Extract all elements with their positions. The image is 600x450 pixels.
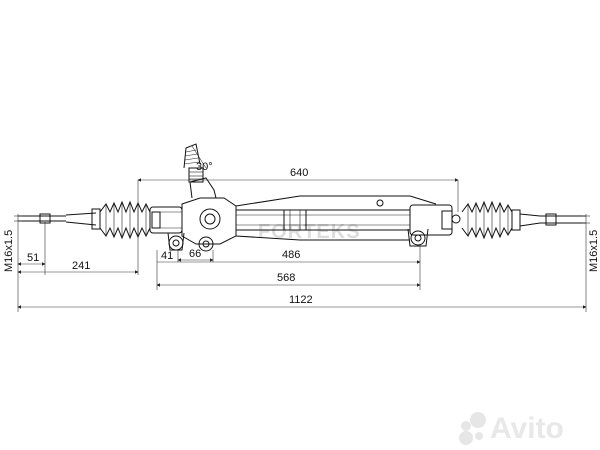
left-thread-label: M16x1.5: [3, 230, 15, 272]
avito-dot-2: [470, 412, 486, 428]
dim-568-label: 568: [277, 272, 295, 284]
dimension-486: 486: [178, 249, 421, 264]
right-housing: [407, 204, 461, 247]
avito-dot-4: [475, 432, 483, 440]
dimension-640: 640: [137, 167, 459, 182]
dim-640-label: 640: [290, 167, 308, 179]
dim-1122-label: 1122: [289, 294, 313, 306]
avito-logo: Avito: [459, 412, 564, 445]
extension-lines: [17, 180, 587, 312]
avito-wordmark: Avito: [490, 412, 564, 445]
dimension-66: 66: [177, 248, 214, 262]
left-tie-rod: [18, 208, 101, 230]
dim-241-label: 241: [72, 260, 90, 272]
avito-dot-1: [461, 421, 471, 431]
pinion-housing: 30°: [181, 143, 237, 252]
dim-66-label: 66: [189, 248, 201, 260]
dimension-568: 568: [156, 272, 421, 287]
dim-51-label: 51: [27, 252, 39, 264]
dim-41-label: 41: [161, 250, 173, 262]
right-tie-rod: [511, 209, 586, 231]
angle-label: 30°: [196, 161, 213, 173]
avito-dot-3: [459, 431, 473, 445]
dim-486-label: 486: [282, 249, 300, 261]
left-housing: [149, 206, 185, 251]
dimension-51: 51: [17, 252, 46, 266]
left-thread-callout: M16x1.5: [3, 215, 22, 272]
steering-rack: 30°: [18, 143, 586, 252]
dimension-1122: 1122: [17, 294, 587, 309]
left-bellows: [99, 200, 151, 240]
rack-tube: [235, 195, 437, 241]
watermark-text: FORTEKS: [258, 221, 361, 243]
dimension-241: 241: [17, 260, 139, 274]
right-thread-callout: M16x1.5: [582, 215, 600, 272]
right-bellows: [461, 200, 513, 240]
dimension-41: 41: [157, 250, 178, 263]
right-thread-label: M16x1.5: [588, 230, 600, 272]
